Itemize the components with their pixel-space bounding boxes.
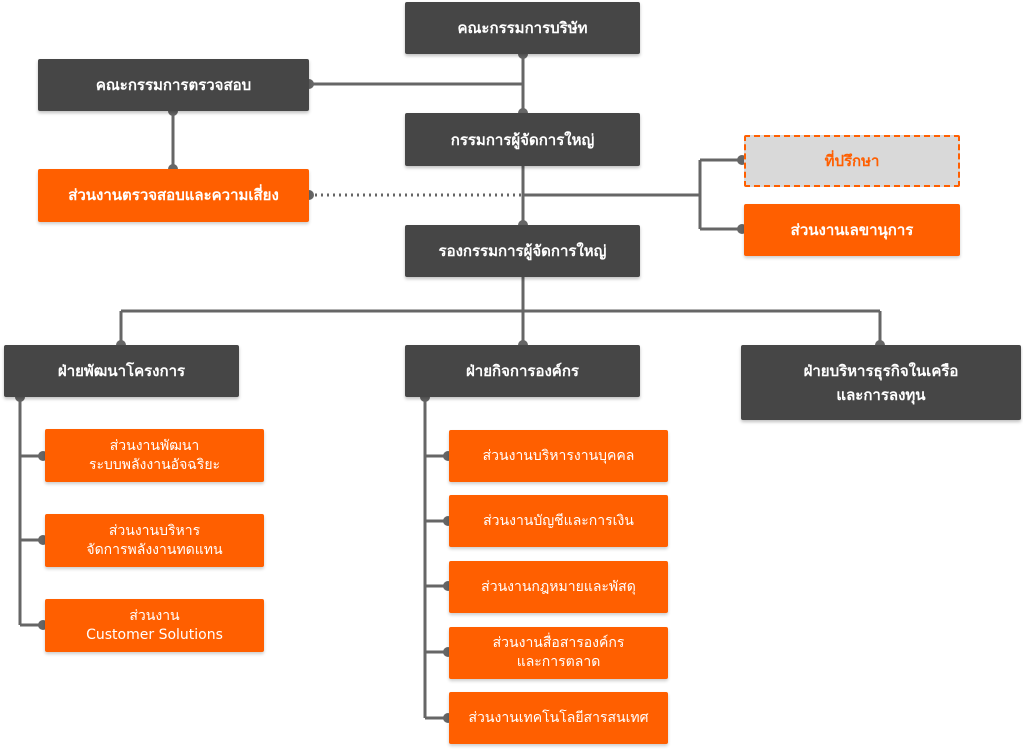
node-corp-unit-hr: ส่วนงานบริหารงานบุคคล — [449, 430, 668, 482]
node-corp-unit-it: ส่วนงานเทคโนโลยีสารสนเทศ — [449, 692, 668, 744]
node-audit-committee: คณะกรรมการตรวจสอบ — [38, 59, 309, 111]
node-corp-division: ฝ่ายกิจการองค์กร — [405, 345, 640, 397]
node-dev-division: ฝ่ายพัฒนาโครงการ — [4, 345, 239, 397]
node-group-division: ฝ่ายบริหารธุรกิจในเครือ และการลงทุน — [741, 345, 1021, 420]
node-dev-unit-smart-energy: ส่วนงานพัฒนา ระบบพลังงานอัจฉริยะ — [45, 429, 264, 482]
node-board: คณะกรรมการบริษัท — [405, 2, 640, 54]
node-secretary: ส่วนงานเลขานุการ — [744, 204, 960, 256]
node-ceo: กรรมการผู้จัดการใหญ่ — [405, 113, 640, 166]
node-deputy-ceo: รองกรรมการผู้จัดการใหญ่ — [405, 225, 640, 277]
node-dev-unit-customer-solutions: ส่วนงาน Customer Solutions — [45, 599, 264, 652]
node-advisor: ที่ปรึกษา — [744, 135, 960, 187]
node-corp-unit-communications: ส่วนงานสื่อสารองค์กร และการตลาด — [449, 627, 668, 679]
node-audit-risk: ส่วนงานตรวจสอบและความเสี่ยง — [38, 169, 309, 222]
node-corp-unit-finance: ส่วนงานบัญชีและการเงิน — [449, 495, 668, 547]
node-corp-unit-legal: ส่วนงานกฎหมายและพัสดุ — [449, 561, 668, 613]
node-dev-unit-renewable: ส่วนงานบริหาร จัดการพลังงานทดแทน — [45, 514, 264, 567]
